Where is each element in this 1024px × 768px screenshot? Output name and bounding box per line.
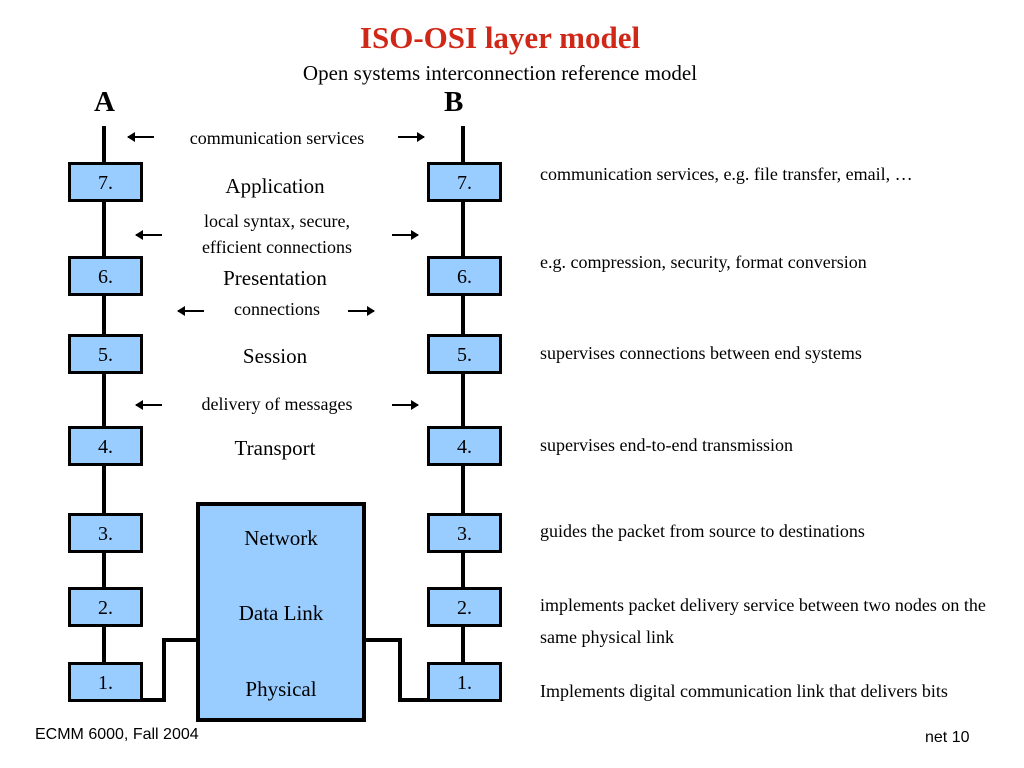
service-label-connections: connections <box>234 299 320 319</box>
host-a-layer-5-box: 5. <box>68 334 143 374</box>
host-a-layer-2-box: 2. <box>68 587 143 627</box>
host-b-layer-7-box: 7. <box>427 162 502 202</box>
service-label-local-syntax-line1: local syntax, secure, <box>204 211 350 231</box>
network-node-block: Network Data Link Physical <box>196 502 366 722</box>
layer-name-session: Session <box>242 344 308 368</box>
slide-subtitle: Open systems interconnection reference m… <box>302 61 698 85</box>
layer-name-application: Application <box>225 174 325 198</box>
desc-data-link: implements packet delivery service betwe… <box>540 595 986 647</box>
left-arrow-icon <box>135 400 162 410</box>
service-label-local-syntax-line2: efficient connections <box>201 237 353 257</box>
desc-session: supervises connections between end syste… <box>540 343 862 363</box>
right-arrow-icon <box>392 230 419 240</box>
host-a-layer-6-box: 6. <box>68 256 143 296</box>
layer-name-network: Network <box>244 526 318 550</box>
host-a-layer-4-box: 4. <box>68 426 143 466</box>
service-label-communication: communication services <box>189 128 365 148</box>
layer-name-transport: Transport <box>234 436 316 460</box>
layer-name-data-link: Data Link <box>238 601 324 625</box>
left-arrow-icon <box>135 230 162 240</box>
host-a-stack-line <box>102 126 106 662</box>
desc-presentation: e.g. compression, security, format conve… <box>540 252 867 272</box>
host-a-layer-1-box: 1. <box>68 662 143 702</box>
host-b-layer-5-box: 5. <box>427 334 502 374</box>
desc-network: guides the packet from source to destina… <box>540 521 865 541</box>
host-a-layer-3-box: 3. <box>68 513 143 553</box>
host-b-layer-6-box: 6. <box>427 256 502 296</box>
slide-title: ISO-OSI layer model <box>359 20 641 55</box>
host-b-layer-3-box: 3. <box>427 513 502 553</box>
left-arrow-icon <box>177 306 204 316</box>
host-b-layer-4-box: 4. <box>427 426 502 466</box>
layer-name-presentation: Presentation <box>223 266 327 290</box>
desc-physical: Implements digital communication link th… <box>540 681 948 701</box>
left-arrow-icon <box>127 132 154 142</box>
right-arrow-icon <box>392 400 419 410</box>
host-b-stack-line <box>461 126 465 662</box>
right-arrow-icon <box>398 132 425 142</box>
footer-slide-number: net 10 <box>925 729 970 746</box>
desc-transport: supervises end-to-end transmission <box>540 435 793 455</box>
host-b-layer-1-box: 1. <box>427 662 502 702</box>
host-b-layer-2-box: 2. <box>427 587 502 627</box>
host-a-label: A <box>94 86 115 118</box>
right-arrow-icon <box>348 306 375 316</box>
layer-name-physical: Physical <box>245 677 317 701</box>
host-b-label: B <box>444 86 464 118</box>
desc-application: communication services, e.g. file transf… <box>540 164 913 184</box>
footer-course: ECMM 6000, Fall 2004 <box>35 726 199 743</box>
host-a-layer-7-box: 7. <box>68 162 143 202</box>
service-label-delivery: delivery of messages <box>201 394 353 414</box>
